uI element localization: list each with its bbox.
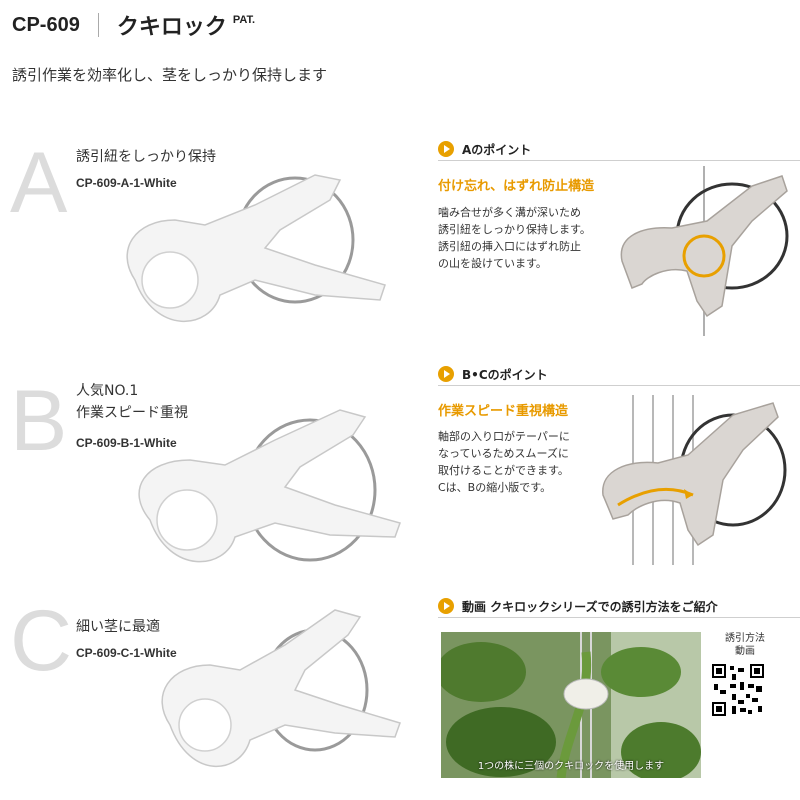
point-a-subheading: 付け忘れ、はずれ防止構造 bbox=[438, 179, 595, 194]
point-a-photo bbox=[612, 166, 797, 336]
point-bc-heading: B•Cのポイント bbox=[438, 364, 548, 384]
play-icon bbox=[438, 598, 454, 614]
desc-line: Cは、Bの縮小版です。 bbox=[438, 481, 552, 494]
section-c-code: CP-609-C-1-White bbox=[76, 646, 177, 660]
product-name: クキロック bbox=[116, 15, 227, 40]
patent-mark: PAT. bbox=[232, 14, 256, 26]
point-bc-heading-label: B•Cのポイント bbox=[462, 367, 548, 382]
video-heading: 動画 クキロックシリーズでの誘引方法をご紹介 bbox=[438, 596, 718, 616]
section-b-code: CP-609-B-1-White bbox=[76, 436, 177, 450]
tagline: 誘引作業を効率化し、茎をしっかり保持します bbox=[12, 66, 328, 84]
section-c-title: 細い茎に最適 bbox=[76, 616, 160, 638]
point-bc-description: 軸部の入り口がテーパーに なっているためスムーズに 取付けることができます。 C… bbox=[438, 428, 608, 496]
video-divider bbox=[438, 617, 800, 618]
desc-line: の山を設けています。 bbox=[438, 257, 547, 270]
page-header: CP-609 クキロック PAT. bbox=[12, 8, 255, 42]
desc-line: 噛み合せが多く溝が深いため bbox=[438, 206, 581, 219]
play-icon bbox=[438, 141, 454, 157]
point-a-heading: Aのポイント bbox=[438, 139, 531, 159]
section-a-title-line: 誘引紐をしっかり保持 bbox=[76, 149, 216, 165]
section-c-title-line: 細い茎に最適 bbox=[76, 619, 160, 635]
section-b-title-line: 人気NO.1 bbox=[76, 383, 139, 399]
product-code: CP-609 bbox=[12, 13, 80, 36]
qr-block[interactable]: 誘引方法 動画 bbox=[710, 632, 780, 722]
point-bc-divider bbox=[438, 385, 800, 386]
qr-label: 誘引方法 動画 bbox=[710, 632, 780, 658]
qr-label-line: 動画 bbox=[735, 646, 755, 657]
section-letter-b: B bbox=[10, 373, 68, 469]
point-bc-photo bbox=[598, 395, 798, 565]
section-b-title-line: 作業スピード重視 bbox=[76, 405, 188, 421]
desc-line: なっているためスムーズに bbox=[438, 447, 569, 460]
clip-a-image bbox=[126, 174, 386, 323]
point-a-description: 噛み合せが多く溝が深いため 誘引紐をしっかり保持します。 誘引紐の挿入口にはずれ… bbox=[438, 204, 608, 272]
qr-label-line: 誘引方法 bbox=[725, 633, 765, 644]
desc-line: 誘引紐をしっかり保持します。 bbox=[438, 223, 591, 236]
desc-line: 取付けることができます。 bbox=[438, 464, 569, 477]
point-a-heading-label: Aのポイント bbox=[462, 142, 532, 157]
qr-code-icon bbox=[710, 662, 766, 718]
section-a-title: 誘引紐をしっかり保持 bbox=[76, 146, 216, 168]
clip-c-image bbox=[161, 609, 401, 768]
point-a-divider bbox=[438, 160, 800, 161]
section-letter-a: A bbox=[10, 135, 68, 231]
play-icon bbox=[438, 366, 454, 382]
point-bc-subheading: 作業スピード重視構造 bbox=[438, 404, 569, 419]
video-thumbnail[interactable]: 1つの株に三個のクキロックを使用します bbox=[441, 632, 701, 778]
video-caption: 1つの株に三個のクキロックを使用します bbox=[477, 761, 665, 772]
video-heading-label: 動画 クキロックシリーズでの誘引方法をご紹介 bbox=[462, 599, 718, 614]
section-a-code: CP-609-A-1-White bbox=[76, 176, 177, 190]
desc-line: 誘引紐の挿入口にはずれ防止 bbox=[438, 240, 581, 253]
video-frame bbox=[441, 632, 701, 778]
header-divider bbox=[97, 13, 99, 37]
desc-line: 軸部の入り口がテーパーに bbox=[438, 430, 570, 443]
section-b-title: 人気NO.1 作業スピード重視 bbox=[76, 380, 188, 424]
section-letter-c: C bbox=[10, 593, 73, 689]
clip-b-image bbox=[138, 409, 401, 563]
